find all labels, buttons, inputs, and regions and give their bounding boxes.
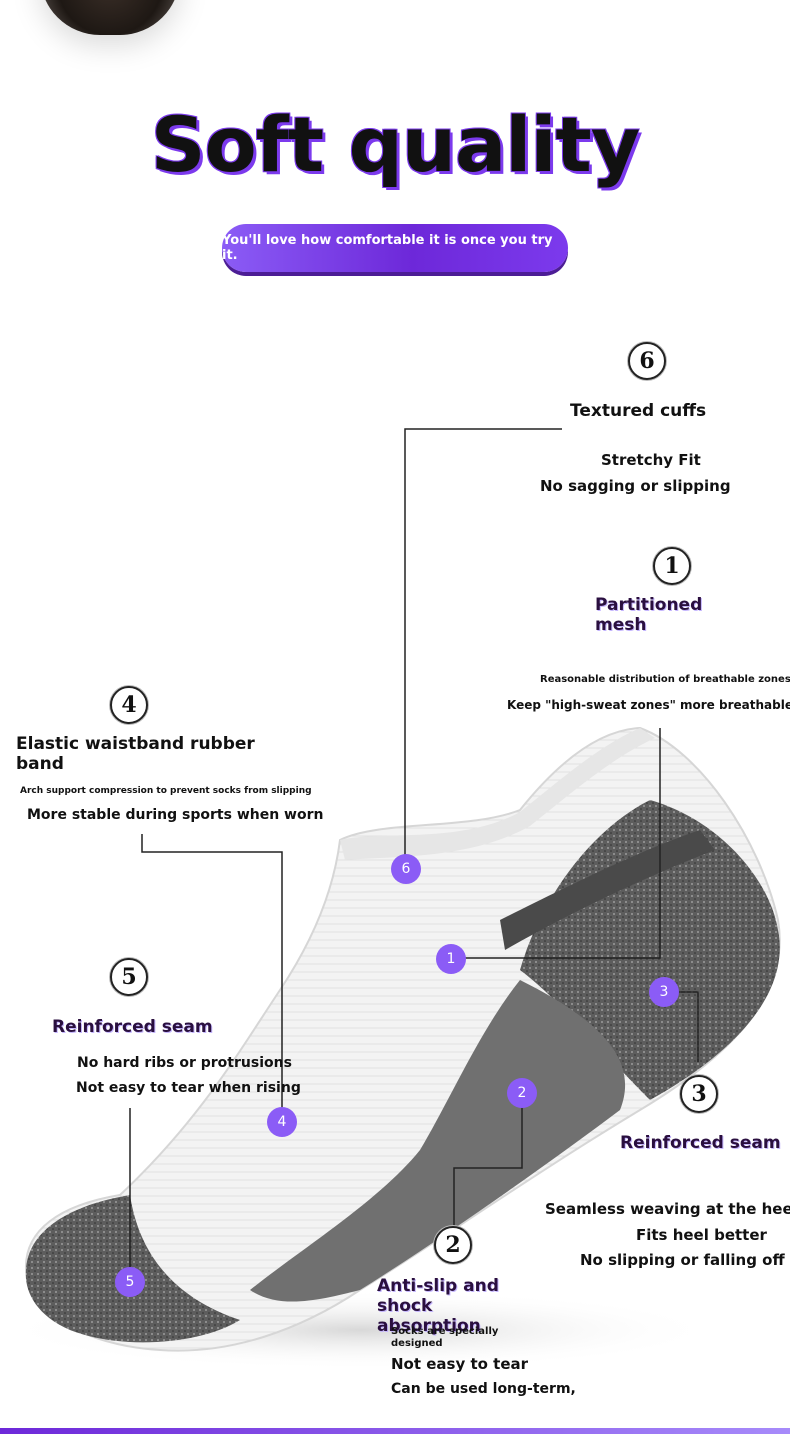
feature-1-line-2: Keep "high-sweat zones" more breathable [507,698,790,712]
feature-3-title: Reinforced seam [620,1133,781,1153]
feature-2-title: Anti-slip and shock absorption [377,1276,499,1336]
feature-3-number-badge: 3 [680,1075,718,1113]
marker-dot-3: 3 [649,977,679,1007]
feature-4-line-2: More stable during sports when worn [27,807,324,823]
marker-dot-4: 4 [267,1107,297,1137]
feature-2-line-2: Not easy to tear [391,1355,529,1373]
sock-cuff [340,728,655,860]
feature-3-line-3: No slipping or falling off [580,1251,785,1269]
feature-1-line-1: Reasonable distribution of breathable zo… [540,674,790,685]
feature-5-line-2: Not easy to tear when rising [76,1080,301,1096]
feature-6-title: Textured cuffs [570,401,707,421]
sock-arch-band [500,830,715,950]
feature-6-line-1: Stretchy Fit [601,451,701,469]
feature-3-line-2: Fits heel better [636,1226,767,1244]
marker-dot-2: 2 [507,1078,537,1108]
feature-4-title: Elastic waistband rubber band [16,734,255,774]
leader-lines [129,428,699,1280]
feature-5-line-1: No hard ribs or protrusions [77,1055,292,1071]
marker-dot-5: 5 [115,1267,145,1297]
feature-2-line-1: Socks are specially designed [391,1326,499,1349]
sock-sole [250,980,626,1302]
feature-2-line-3: Can be used long-term, [391,1381,576,1397]
marker-dot-6: 6 [391,854,421,884]
feature-1-number-badge: 1 [653,547,691,585]
feature-5-title: Reinforced seam [52,1017,213,1037]
feature-2-number-badge: 2 [434,1226,472,1264]
feature-1-title: Partitioned mesh [595,595,703,635]
bottom-accent-bar [0,1428,790,1434]
feature-6-number-badge: 6 [628,342,666,380]
feature-4-line-1: Arch support compression to prevent sock… [20,786,312,796]
tagline-text: You'll love how comfortable it is once y… [222,233,553,263]
feature-4-number-badge: 4 [110,686,148,724]
feature-5-number-badge: 5 [110,958,148,996]
feature-3-line-1: Seamless weaving at the heel [545,1200,790,1218]
feature-6-line-2: No sagging or slipping [540,477,731,495]
page-title: Soft quality [150,100,641,189]
marker-dot-1: 1 [436,944,466,974]
tagline-pill: You'll love how comfortable it is once y… [222,224,568,272]
